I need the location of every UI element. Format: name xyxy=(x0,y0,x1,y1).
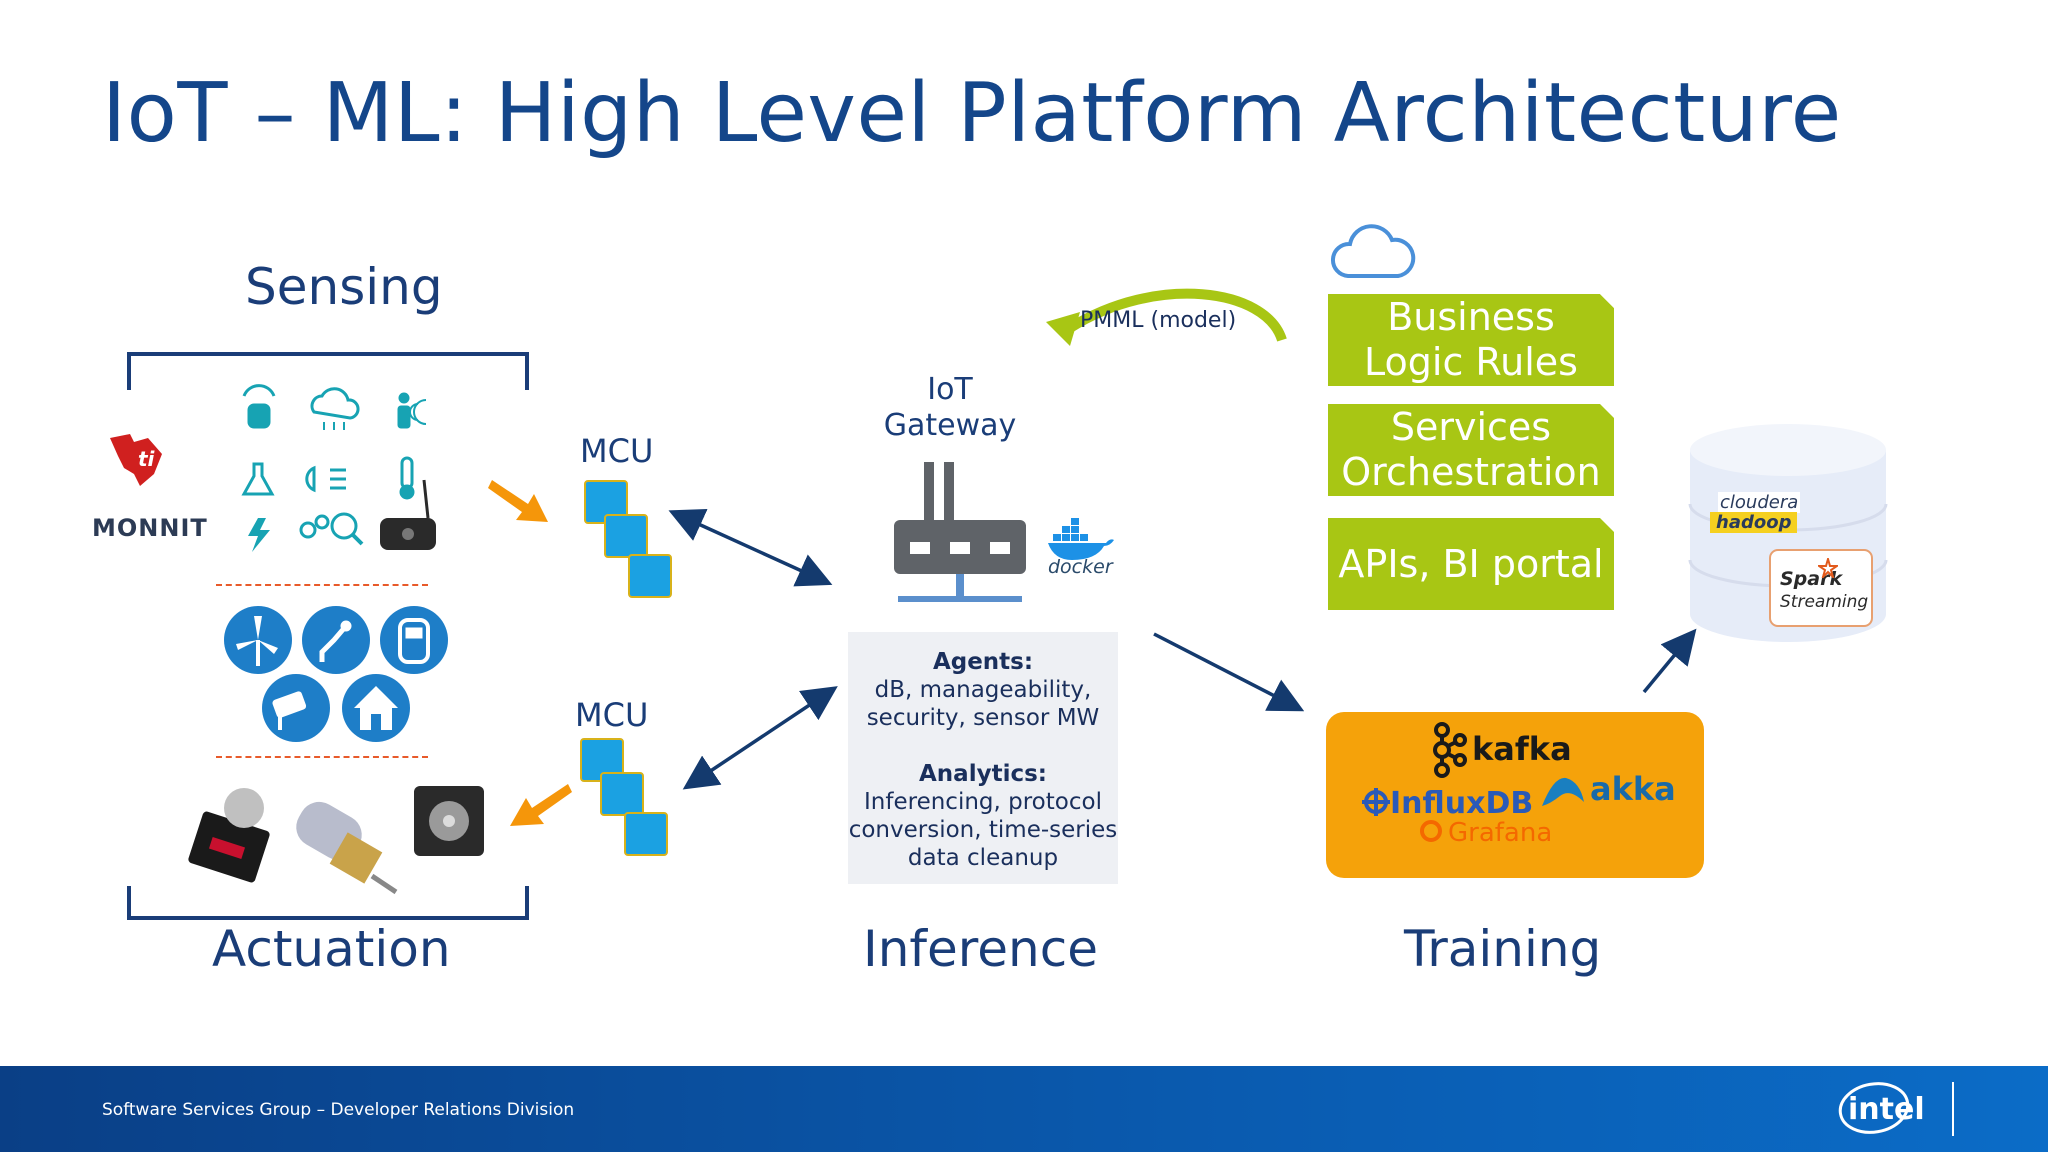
analytics-line-3: data cleanup xyxy=(907,845,1059,871)
agents-title: Agents: xyxy=(932,649,1034,675)
mcu-bottom-chip-3 xyxy=(624,812,668,856)
hadoop-label: hadoop xyxy=(1710,512,1798,533)
actuator-motors-image xyxy=(186,780,496,904)
storage-cylinder xyxy=(1686,422,1890,650)
grafana-label: Grafana xyxy=(1448,818,1553,848)
actuation-bracket xyxy=(127,886,529,920)
training-label: Training xyxy=(1404,920,1602,978)
sensor-icons-grid xyxy=(238,384,448,558)
akka-label: akka xyxy=(1590,770,1676,808)
gateway-agents-box: Agents: dB, manageability, security, sen… xyxy=(848,632,1118,884)
cloudera-label: cloudera xyxy=(1718,492,1801,513)
influxdb-icon xyxy=(1360,786,1392,822)
services-orchestration-box: Services Orchestration xyxy=(1328,404,1614,496)
actuation-label: Actuation xyxy=(212,920,451,978)
application-icons xyxy=(218,604,454,752)
router-icon xyxy=(894,458,1030,618)
gateway-label-line1: IoT xyxy=(927,372,973,407)
apis-bi-portal-box: APIs, BI portal xyxy=(1328,518,1614,610)
cloud-icon xyxy=(1330,222,1416,284)
orange-arrow-to-mcu xyxy=(488,468,558,532)
separator-bottom xyxy=(216,756,428,758)
akka-icon xyxy=(1540,774,1586,812)
mcu-top-label: MCU xyxy=(580,432,654,470)
sensing-bracket xyxy=(127,352,529,390)
docker-icon xyxy=(1048,518,1116,566)
pmml-label: PMML (model) xyxy=(1080,308,1237,333)
intel-logo xyxy=(1838,1078,1910,1140)
orange-arrow-to-actuators xyxy=(502,772,572,836)
influxdb-label: InfluxDB xyxy=(1390,786,1534,821)
mcu-bottom-label: MCU xyxy=(575,696,649,734)
mcu-bottom-chip-2 xyxy=(600,772,644,816)
monnit-logo: MONNIT xyxy=(92,514,208,542)
gateway-label-line2: Gateway xyxy=(883,408,1017,443)
docker-label: docker xyxy=(1048,556,1113,578)
training-tools-box xyxy=(1326,712,1704,878)
grafana-icon xyxy=(1418,818,1444,848)
kafka-icon xyxy=(1428,722,1468,782)
analytics-title: Analytics: xyxy=(919,761,1047,787)
analytics-line-1: Inferencing, protocol xyxy=(864,789,1102,815)
intel-logo-text: intel xyxy=(1848,1092,1925,1127)
spark-star-icon xyxy=(1815,555,1841,582)
footer-divider xyxy=(1952,1082,1954,1136)
streaming-label: Streaming xyxy=(1780,592,1869,612)
separator-top xyxy=(216,584,428,586)
analytics-line-2: conversion, time-series xyxy=(848,817,1118,843)
footer-text: Software Services Group – Developer Rela… xyxy=(102,1100,575,1120)
sensing-label: Sensing xyxy=(245,258,443,316)
svg-text:ti: ti xyxy=(138,447,156,471)
agents-line-1: dB, manageability, xyxy=(874,677,1092,703)
business-logic-rules-box: Business Logic Rules xyxy=(1328,294,1614,386)
inference-label: Inference xyxy=(863,920,1098,978)
footer-bar xyxy=(0,1066,2048,1152)
pmml-arrow xyxy=(1026,278,1296,372)
gateway-label: IoT Gateway xyxy=(880,372,1020,444)
page-title: IoT – ML: High Level Platform Architectu… xyxy=(102,66,1842,161)
mcu-top-chip-2 xyxy=(604,514,648,558)
kafka-label: kafka xyxy=(1472,730,1572,768)
agents-line-2: security, sensor MW xyxy=(866,705,1100,731)
texas-instruments-logo: ti xyxy=(104,428,168,494)
